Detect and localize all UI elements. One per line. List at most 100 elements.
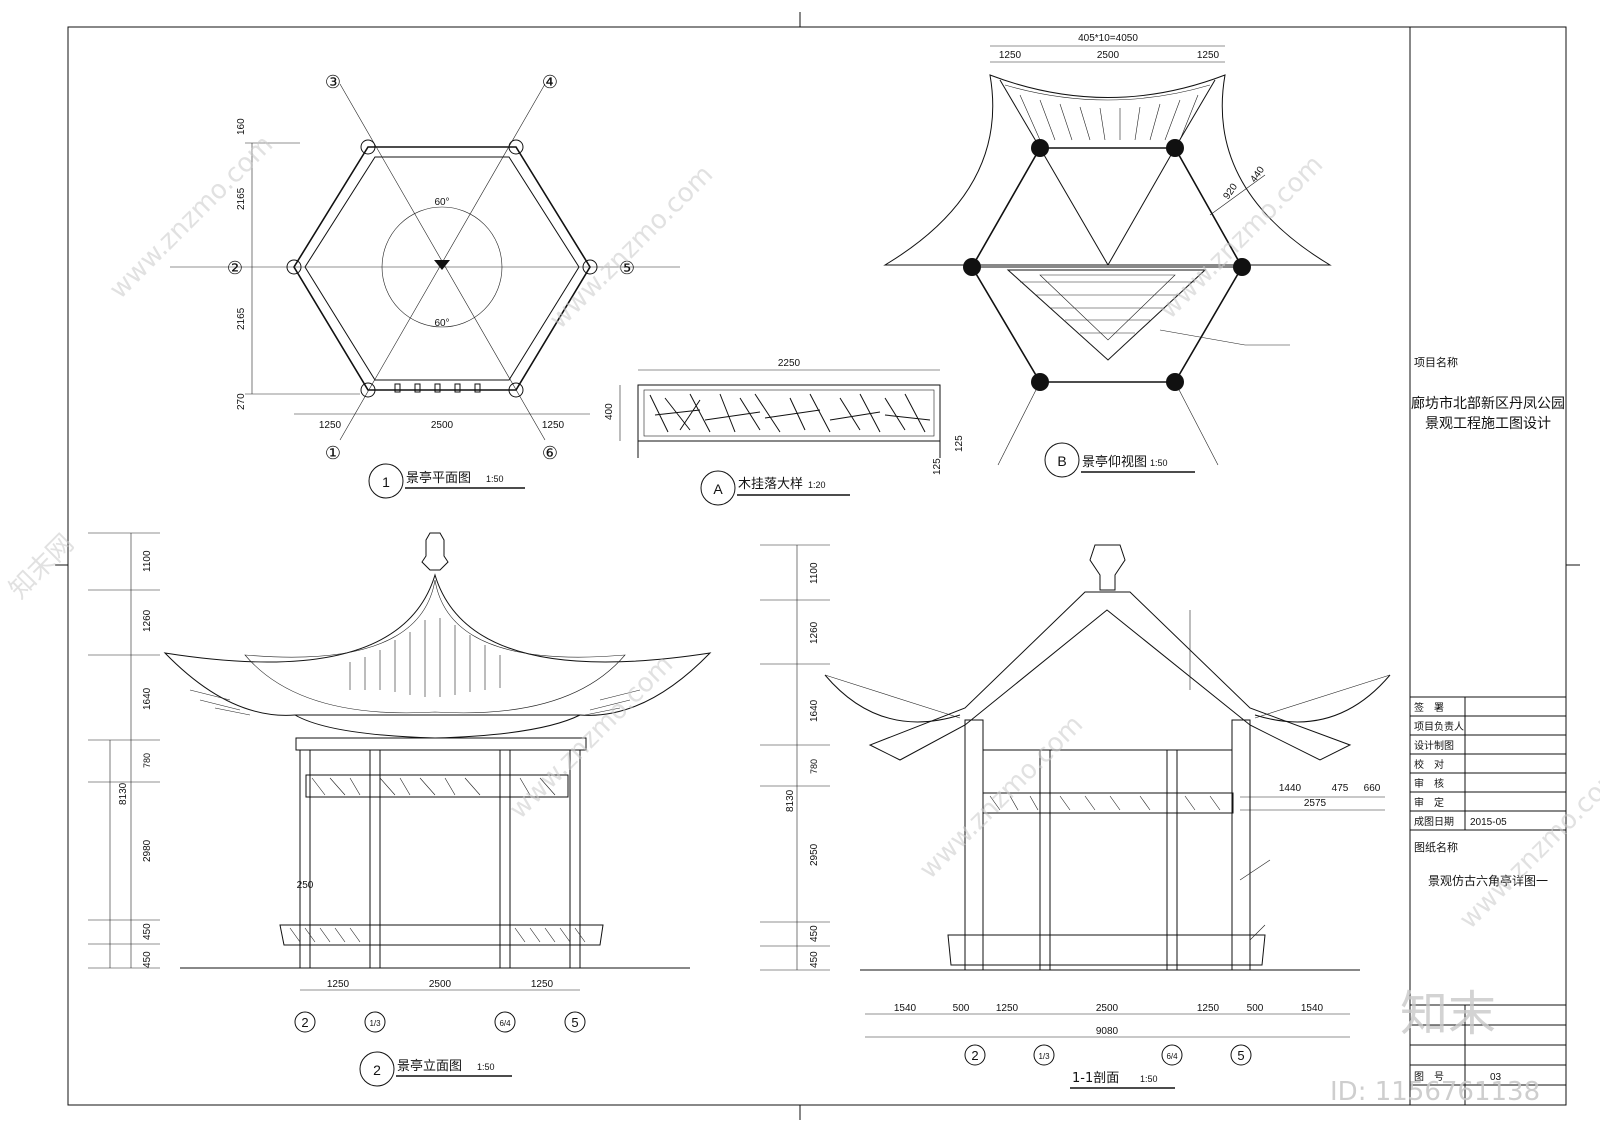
dim-top: 160 (236, 118, 247, 135)
view-scale: 1:20 (808, 480, 826, 490)
completion-date: 2015-05 (1470, 817, 1507, 828)
watermark-id: ID: 1156761138 (1330, 1077, 1540, 1107)
watermark-brand: 知末网 (4, 529, 80, 605)
axis-bubble: 1/3 (1038, 1052, 1050, 1061)
view-scale: 1:50 (1150, 458, 1168, 468)
axis-bubble: ⑥ (542, 443, 558, 463)
dim-h: 780 (142, 753, 152, 768)
angle-label: 60° (434, 318, 449, 329)
ceiling-view: 405*10=4050 1250 2500 1250 920 440 B 景亭仰… (883, 33, 1332, 478)
axis-bubble: 2 (301, 1015, 308, 1030)
dim-h: 450 (142, 951, 153, 968)
dim-h: 2950 (809, 843, 820, 866)
row-label: 审 核 (1414, 777, 1444, 790)
plan-view: 60° 60° 160 2165 2165 270 1250 2500 1250… (170, 72, 680, 499)
dim-w1: 1250 (319, 420, 342, 431)
dim-h: 450 (809, 951, 820, 968)
dim-w2: 2500 (429, 979, 452, 990)
view-scale: 1:50 (477, 1062, 495, 1072)
watermark-site: www.znzmo.com (914, 710, 1089, 885)
axis-bubble: ② (227, 258, 243, 278)
axis-bubble: 5 (571, 1015, 578, 1030)
hanging-detail: 2250 400 125 125 A 木挂落大样 1:20 (604, 358, 965, 506)
watermark-site: www.znzmo.com (1154, 150, 1329, 325)
axis-bubble: 5 (1237, 1048, 1244, 1063)
view-title: 景亭立面图 (397, 1058, 462, 1074)
elevation-view: 1100 1260 1640 780 2980 450 450 8130 125… (88, 532, 712, 1087)
dim-h: 1260 (809, 621, 820, 644)
view-title: 木挂落大样 (738, 477, 803, 492)
watermark-site: www.znzmo.com (544, 160, 719, 335)
row-label: 设计制图 (1414, 739, 1454, 752)
dim-h: 780 (809, 759, 819, 774)
dim-eave: 660 (1364, 783, 1381, 794)
dim-w2: 2500 (1097, 50, 1120, 61)
dim-h: 1640 (142, 687, 153, 710)
row-label: 审 定 (1414, 796, 1444, 809)
dim-h: 1640 (809, 699, 820, 722)
project-label: 项目名称 (1414, 355, 1458, 369)
axis-bubble: ③ (325, 72, 341, 92)
dim-b: 500 (953, 1003, 970, 1014)
view-title: 1-1剖面 (1072, 1071, 1119, 1086)
dim-b: 1250 (1197, 1003, 1220, 1014)
axis-bubble: 1/3 (369, 1019, 381, 1028)
dim-lower: 2165 (236, 307, 247, 330)
watermark: www.znzmo.com www.znzmo.com www.znzmo.co… (4, 130, 1600, 1107)
dim-col: 250 (297, 880, 314, 891)
view-number: A (713, 481, 723, 497)
dim-h: 1100 (142, 550, 153, 572)
axis-bubble: 2 (971, 1048, 978, 1063)
drawing-name: 景观仿古六角亭详图一 (1428, 873, 1548, 888)
view-number: B (1057, 453, 1066, 469)
axis-bubble: 6/4 (1166, 1052, 1178, 1061)
view-number: 2 (373, 1062, 381, 1078)
dim-total: 8130 (118, 782, 129, 805)
watermark-site: www.znzmo.com (1454, 760, 1600, 935)
watermark-logo: 知末 (1400, 986, 1496, 1042)
axis-bubble: 6/4 (499, 1019, 511, 1028)
dim-eave: 475 (1332, 783, 1349, 794)
view-scale: 1:50 (486, 474, 504, 484)
dim-h: 1260 (142, 609, 153, 632)
dim-h: 1100 (809, 562, 820, 584)
dim-overall: 9080 (1096, 1026, 1119, 1037)
dim-eave: 1440 (1279, 783, 1302, 794)
title-block: 项目名称 廊坊市北部新区丹凤公园 景观工程施工图设计 签 署 项目负责人 设计制… (1409, 27, 1566, 1105)
view-number: 1 (382, 474, 390, 490)
view-title: 景亭平面图 (406, 470, 471, 486)
watermark-site: www.znzmo.com (104, 130, 279, 305)
dim-height: 400 (604, 403, 615, 420)
dim-total: 8130 (785, 789, 796, 812)
dim-w3: 1250 (531, 979, 554, 990)
dim-b: 500 (1247, 1003, 1264, 1014)
view-scale: 1:50 (1140, 1074, 1158, 1084)
dim-h2: 125 (932, 458, 943, 475)
sheet-no-label: 图 号 (1414, 1071, 1444, 1083)
dim-width: 2250 (778, 358, 801, 369)
dim-h: 450 (809, 925, 820, 942)
dim-b: 1540 (1301, 1003, 1324, 1014)
dim-bottom: 270 (236, 393, 247, 410)
view-number-circle (368, 463, 404, 499)
axis-bubble: ① (325, 443, 341, 463)
dim-w1: 1250 (999, 50, 1022, 61)
axis-bubble: ⑤ (619, 258, 635, 278)
dim-w2: 2500 (431, 420, 454, 431)
sheet-no: 03 (1490, 1072, 1502, 1083)
row-label: 签 署 (1414, 701, 1444, 714)
section-view: 1100 1260 1640 780 2950 450 450 8130 144… (760, 544, 1391, 1089)
watermark-site: www.znzmo.com (504, 650, 679, 825)
dim-b: 2500 (1096, 1003, 1119, 1014)
drawing-label: 图纸名称 (1414, 840, 1458, 854)
dim-b: 1250 (996, 1003, 1019, 1014)
dim-eave-total: 2575 (1304, 798, 1327, 809)
dim-d2: 440 (1248, 164, 1267, 184)
dim-total: 405*10=4050 (1078, 33, 1138, 44)
dim-w3: 1250 (542, 420, 565, 431)
dim-b: 1540 (894, 1003, 917, 1014)
dim-w3: 1250 (1197, 50, 1220, 61)
row-label: 成图日期 (1414, 816, 1454, 828)
angle-label: 60° (434, 197, 449, 208)
